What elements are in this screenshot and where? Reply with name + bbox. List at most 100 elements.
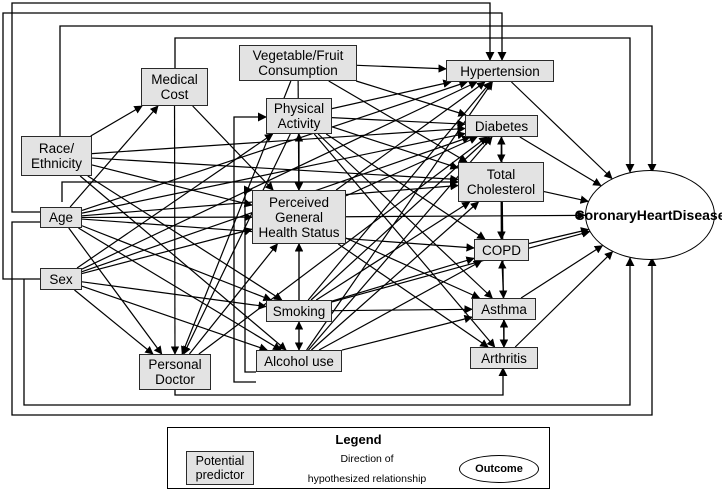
edge-personal-doctor-to-diabetes [198,136,488,355]
node-label: Perceived [268,194,330,210]
legend-predictor-label: predictor [195,468,245,482]
edge-veg-fruit-to-total-cholesterol [328,80,468,163]
edge-total-cholesterol-to-outcome [543,190,589,204]
edge-veg-fruit-to-diabetes [355,80,467,117]
doctor-to-arthritis-route [174,367,508,396]
node-label: Smoking [272,303,326,319]
edge-physical-activity-to-hypertension [331,79,452,110]
edge-race-to-medical-cost [90,105,143,137]
edge-arthritis-to-outcome [514,251,614,348]
node-sex: Sex [40,268,82,290]
node-label: Alcohol use [264,353,334,369]
edge-smoking-to-total-cholesterol [315,201,471,301]
node-label: Sex [49,271,73,287]
edge-alcohol-to-hypertension [306,81,493,351]
edge-alcohol-to-copd [318,260,483,351]
edge-perceived-health-to-arthritis [337,243,489,348]
edge-sex-to-physical-activity [76,133,274,269]
node-label: Physical [273,101,325,116]
medical-cost-to-outcome-route [174,37,635,173]
node-label: Personal [148,357,202,372]
node-label: Total [486,167,516,182]
legend-arrow-label-bottom: hypothesized relationship [307,473,427,485]
edge-alcohol-to-total-cholesterol [311,201,480,351]
node-label: Arthritis [481,350,527,366]
edge-smoking-to-copd [331,256,475,302]
edge-race-to-total-cholesterol [91,157,459,184]
node-label: Vegetable/Fruit [252,48,344,63]
edge-copd-to-outcome [528,227,590,245]
node-label: Ethnicity [30,156,83,171]
edge-age-to-personal-doctor [68,227,163,355]
edge-smoking-to-hypertension [307,81,492,301]
edge-age-to-alcohol [78,227,282,351]
edge-age-to-smoking [81,225,272,302]
edge-age-to-medical-cost [69,105,159,208]
age-to-hypertension-route [11,2,495,213]
node-label: Cholesterol [466,182,536,197]
outcome-coronary-heart-disease: CoronaryHeartDisease [575,170,722,260]
edge-race-to-diabetes [91,124,466,155]
edge-sex-to-alcohol [81,285,268,352]
edge-age-to-hypertension [81,80,468,212]
node-diabetes: Diabetes [465,115,538,137]
node-asthma: Asthma [472,298,536,320]
bidirectional-edge-copd-to-asthma [498,260,508,299]
node-label: Health Status [258,224,340,240]
edge-alcohol-to-asthma [341,314,473,351]
node-label: Consumption [258,63,338,78]
node-label: General [274,209,323,225]
age-to-outcome-bottom-route [11,221,657,416]
node-arthritis: Arthritis [470,347,538,369]
outcome-label: Disease [672,206,722,223]
node-hypertension: Hypertension [446,60,554,82]
edge-perceived-health-to-hypertension [335,81,486,191]
routing-lines [2,2,657,416]
sex-to-hypertension-route [2,12,507,280]
edge-perceived-health-to-outcome [345,211,586,220]
edge-sex-to-perceived-health [81,227,253,275]
node-label: Age [48,210,74,225]
edge-physical-activity-to-copd [325,133,486,240]
sex-to-outcome-bottom-route [23,257,635,406]
edge-sex-to-hypertension [81,81,478,270]
age-to-cholesterol-route [61,177,459,202]
edge-age-to-diabetes [81,131,466,214]
node-label: Diabetes [474,118,529,134]
race-to-outcome-route [59,25,657,173]
outcome-label: Heart [636,206,673,223]
edge-race-to-alcohol [79,175,287,351]
legend-outcome-ellipse: Outcome [459,455,539,483]
node-label: Activity [277,116,321,131]
edge-perceived-health-to-diabetes [345,136,478,197]
node-label: Medical [151,72,198,87]
node-label: Race/ [38,141,75,156]
edge-physical-activity-to-personal-doctor [183,133,291,355]
alcohol-to-perceived-route [243,185,256,373]
node-smoking: Smoking [266,300,332,322]
node-label: COPD [481,242,521,258]
edge-smoking-to-asthma [331,305,473,314]
edge-race-to-perceived-health [91,164,253,208]
alcohol-to-activity-route [233,112,267,383]
edge-veg-fruit-to-hypertension [356,64,447,73]
edge-medical-cost-to-perceived-health [192,105,274,191]
node-alcohol-use: Alcohol use [256,350,342,372]
outcome-label: Coronary [574,206,637,223]
node-label: Hypertension [460,63,540,79]
edge-asthma-to-outcome [520,245,604,299]
node-label: Doctor [155,372,195,387]
edge-physical-activity-to-diabetes [331,117,466,129]
edge-diabetes-to-outcome [519,136,602,187]
node-age: Age [40,207,82,228]
edge-sex-to-smoking [81,281,267,310]
node-label: Cost [160,87,189,102]
